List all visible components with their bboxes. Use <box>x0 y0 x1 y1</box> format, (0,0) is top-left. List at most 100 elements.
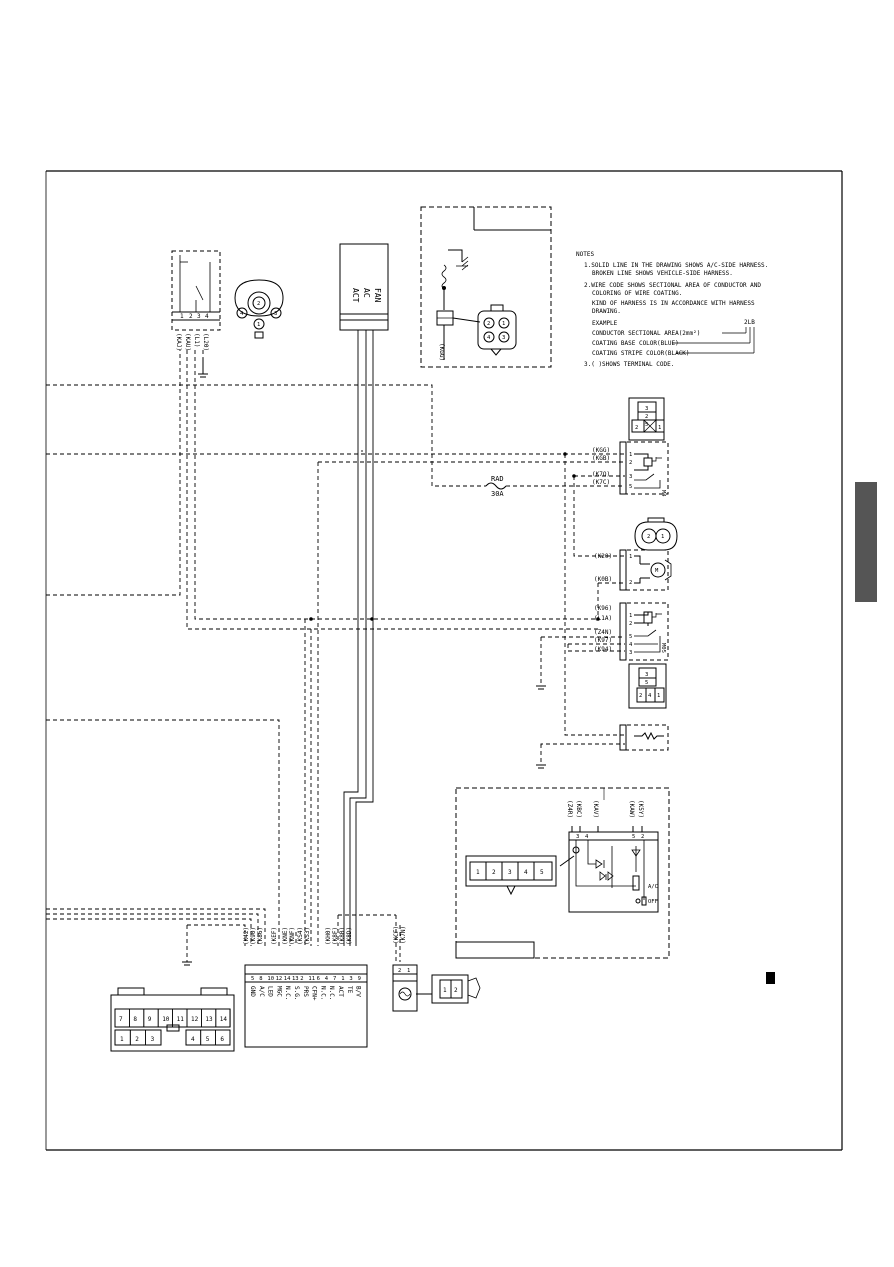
svg-text:COATING STRIPE COLOR(BLACK): COATING STRIPE COLOR(BLACK) <box>592 350 690 357</box>
svg-text:1: 1 <box>629 452 632 458</box>
svg-text:(K90): (K90) <box>250 927 257 945</box>
svg-text:KIND OF HARNESS IS IN ACCORDAN: KIND OF HARNESS IS IN ACCORDANCE WITH HA… <box>592 300 755 307</box>
svg-text:1: 1 <box>476 869 480 876</box>
ecu-plug-pin-12: 12 <box>191 1016 199 1023</box>
svg-text:(KH0): (KH0) <box>325 927 332 945</box>
svg-text:(KGB): (KGB) <box>592 455 610 462</box>
svg-text:2: 2 <box>257 301 260 307</box>
ecu-pin-11: 11 <box>308 976 315 982</box>
ecu-signal-label: N.C. <box>284 986 291 1000</box>
ecu-signal-label: ACT <box>337 986 344 997</box>
svg-text:AC: AC <box>362 288 371 298</box>
ecu-signal-label: S.G. <box>293 986 300 1000</box>
svg-text:A/C: A/C <box>648 884 658 890</box>
svg-text:2: 2 <box>645 414 648 420</box>
wire-junctions <box>309 452 600 621</box>
svg-text:ACT: ACT <box>351 288 360 303</box>
svg-text:(Z4R): (Z4R) <box>566 800 573 818</box>
svg-text:3: 3 <box>502 335 505 341</box>
notes-example-leaders <box>672 327 755 354</box>
svg-text:3: 3 <box>629 650 632 656</box>
resistor-unit <box>619 724 669 751</box>
act-solid-wires <box>343 330 374 946</box>
ecu-plug-pin-8: 8 <box>133 1016 137 1023</box>
svg-text:5: 5 <box>645 422 648 428</box>
svg-text:2: 2 <box>641 834 644 840</box>
svg-text:(KBC): (KBC) <box>575 800 582 818</box>
ecu-pin-2: 2 <box>300 976 303 982</box>
svg-text:(K7C): (K7C) <box>592 479 610 486</box>
svg-text:(KCF): (KCF) <box>393 926 400 944</box>
svg-text:5: 5 <box>629 634 632 640</box>
svg-text:(KEF): (KEF) <box>271 927 278 945</box>
svg-text:OFF: OFF <box>648 899 658 905</box>
small-connector: (KCF) (K7N) 2 1 1 2 <box>392 926 481 1012</box>
ecu-plug-pin-14: 14 <box>220 1016 228 1023</box>
svg-text:(KS4): (KS4) <box>297 927 304 945</box>
svg-text:5: 5 <box>540 869 544 876</box>
top-inset: (KGG) 2 1 4 3 <box>420 206 552 368</box>
ecu-plug-cell <box>214 1029 231 1046</box>
svg-text:(K0B): (K0B) <box>594 576 612 583</box>
svg-text:(K94): (K94) <box>594 646 612 653</box>
svg-text:2: 2 <box>629 621 632 627</box>
svg-text:(K86): (K86) <box>257 927 264 945</box>
ecu-plug-pin-3: 3 <box>151 1036 155 1043</box>
svg-text:1: 1 <box>180 313 184 320</box>
svg-text:(KAJ): (KAJ) <box>175 333 182 351</box>
ecu-unit: (K42) (K90) (K86) (KEF) (KNE) (KNF) (KS4… <box>110 927 368 1052</box>
svg-text:3.( )SHOWS TERMINAL CODE.: 3.( )SHOWS TERMINAL CODE. <box>584 361 674 368</box>
act-ac-fan-unit: ACT AC FAN <box>339 243 389 331</box>
ecu-plug-pin-2: 2 <box>135 1036 139 1043</box>
ecu-signal-label: N.C. <box>319 986 326 1000</box>
svg-text:4: 4 <box>240 311 244 317</box>
ecu-signal-label: N.C. <box>328 986 335 1000</box>
ecu-plug-pin-5: 5 <box>206 1036 210 1043</box>
ecu-signal-label: PRS <box>302 986 309 997</box>
svg-text:2LB: 2LB <box>744 319 755 326</box>
harness-wires <box>46 350 625 962</box>
ecu-signal-label: MGC <box>275 986 282 997</box>
svg-text:5: 5 <box>632 834 635 840</box>
svg-text:1: 1 <box>658 425 661 431</box>
page-end-marker <box>766 972 775 984</box>
svg-text:(K97): (K97) <box>594 637 612 644</box>
ecu-plug-pin-1: 1 <box>120 1036 124 1043</box>
svg-text:1: 1 <box>407 968 410 974</box>
notes-title: NOTES <box>576 251 594 258</box>
ecu-plug-pin-10: 10 <box>162 1016 170 1023</box>
ecu-plug-pin-13: 13 <box>205 1016 213 1023</box>
svg-text:(K96): (K96) <box>594 605 612 612</box>
svg-text:3: 3 <box>645 672 648 678</box>
svg-text:COLORING OF WIRE COATING.: COLORING OF WIRE COATING. <box>592 290 682 297</box>
ecu-signal-label: GND <box>249 986 256 997</box>
svg-text:(K8D): (K8D) <box>346 927 353 945</box>
svg-text:2: 2 <box>454 987 458 994</box>
svg-text:2: 2 <box>492 869 496 876</box>
svg-text:(K7O): (K7O) <box>592 471 610 478</box>
svg-text:2: 2 <box>189 313 193 320</box>
svg-text:(KAW): (KAW) <box>628 800 635 818</box>
notes-block: NOTES 1.SOLID LINE IN THE DRAWING SHOWS … <box>576 251 768 368</box>
svg-text:(KGG): (KGG) <box>438 343 445 361</box>
svg-text:2: 2 <box>647 534 650 540</box>
svg-text:(K8F): (K8F) <box>332 927 339 945</box>
ecu-signal-label: LED <box>267 986 274 997</box>
svg-text:FAN: FAN <box>373 288 382 303</box>
page-tab-marker <box>855 482 877 602</box>
ecu-signal-label: TE <box>346 986 353 994</box>
svg-text:4: 4 <box>524 869 528 876</box>
svg-text:1: 1 <box>629 613 632 619</box>
svg-text:(KNE): (KNE) <box>282 927 289 945</box>
ecu-pin-4: 4 <box>325 976 329 982</box>
ecu-plug-cell <box>215 1008 231 1028</box>
ecu-plug-cell <box>145 1029 162 1046</box>
svg-text:(L1A): (L1A) <box>594 615 612 622</box>
motor: 2 1 1 2 M (K20) (K0B) <box>594 517 678 591</box>
svg-text:M05: M05 <box>660 643 666 653</box>
svg-text:3: 3 <box>629 474 632 480</box>
svg-text:M: M <box>655 568 659 574</box>
